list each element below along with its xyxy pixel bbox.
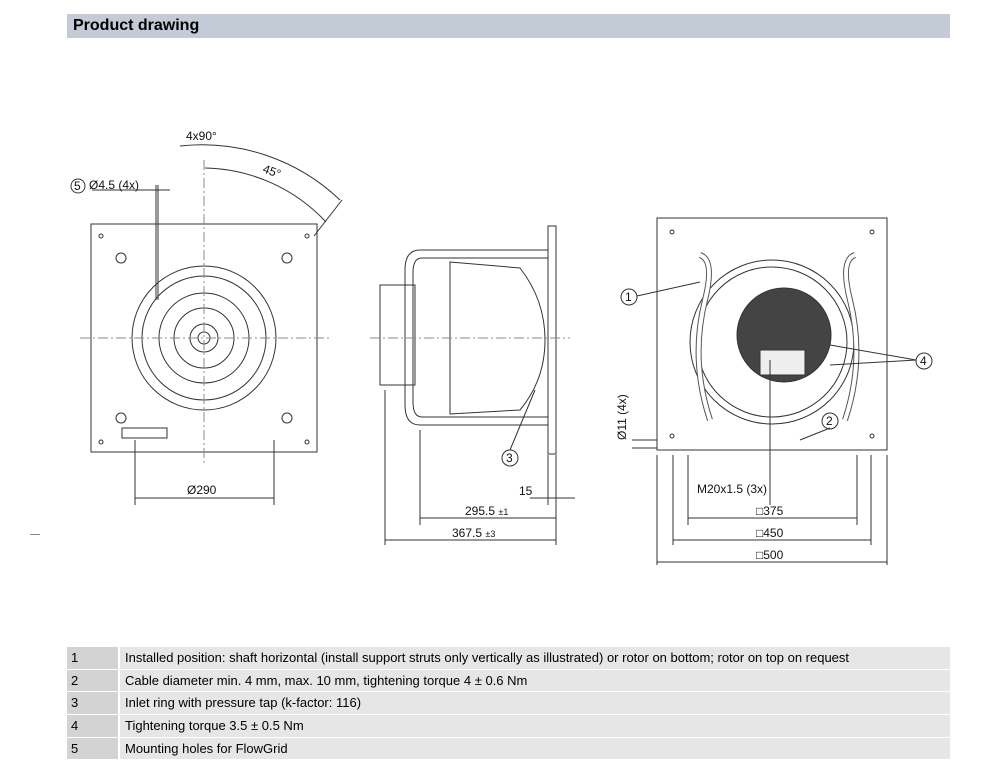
rear-view [632, 217, 888, 565]
dim-367: 367.5 ±3 [452, 526, 495, 540]
callout-3: 3 [506, 451, 513, 465]
callout-4: 4 [920, 354, 927, 368]
note-number: 3 [67, 692, 120, 716]
product-drawing: 5 Ø4.5 (4x) 4x90° 45° Ø290 3 15 295.5 ±1… [70, 129, 933, 565]
side-view [370, 225, 575, 545]
angle-half-label: 45° [261, 162, 283, 181]
note-number: 4 [67, 715, 120, 738]
note-text: Tightening torque 3.5 ± 0.5 Nm [120, 715, 950, 738]
callout-5: 5 [74, 179, 81, 193]
thread-label: M20x1.5 (3x) [697, 482, 767, 496]
section-header: Product drawing [67, 14, 950, 38]
callout-1: 1 [625, 290, 632, 304]
section-title: Product drawing [73, 17, 200, 34]
angle-total-label: 4x90° [186, 129, 217, 143]
hole-label: Ø4.5 (4x) [89, 178, 139, 192]
dim-295: 295.5 ±1 [465, 504, 508, 518]
note-text: Inlet ring with pressure tap (k-factor: … [120, 692, 950, 716]
dim-450: □450 [756, 526, 784, 540]
dim-15: 15 [519, 484, 533, 498]
margin-mark [30, 534, 40, 535]
dim-375: □375 [756, 504, 784, 518]
dim-500: □500 [756, 548, 784, 562]
note-text: Installed position: shaft horizontal (in… [120, 647, 950, 670]
callout-2: 2 [826, 414, 833, 428]
front-view [80, 144, 343, 505]
note-text: Cable diameter min. 4 mm, max. 10 mm, ti… [120, 669, 950, 693]
note-number: 2 [67, 669, 120, 693]
note-text: Mounting holes for FlowGrid [120, 737, 950, 761]
diameter-label: Ø290 [187, 483, 217, 497]
note-number: 5 [67, 737, 120, 761]
note-number: 1 [67, 647, 120, 670]
dim-11: Ø11 (4x) [615, 394, 629, 440]
